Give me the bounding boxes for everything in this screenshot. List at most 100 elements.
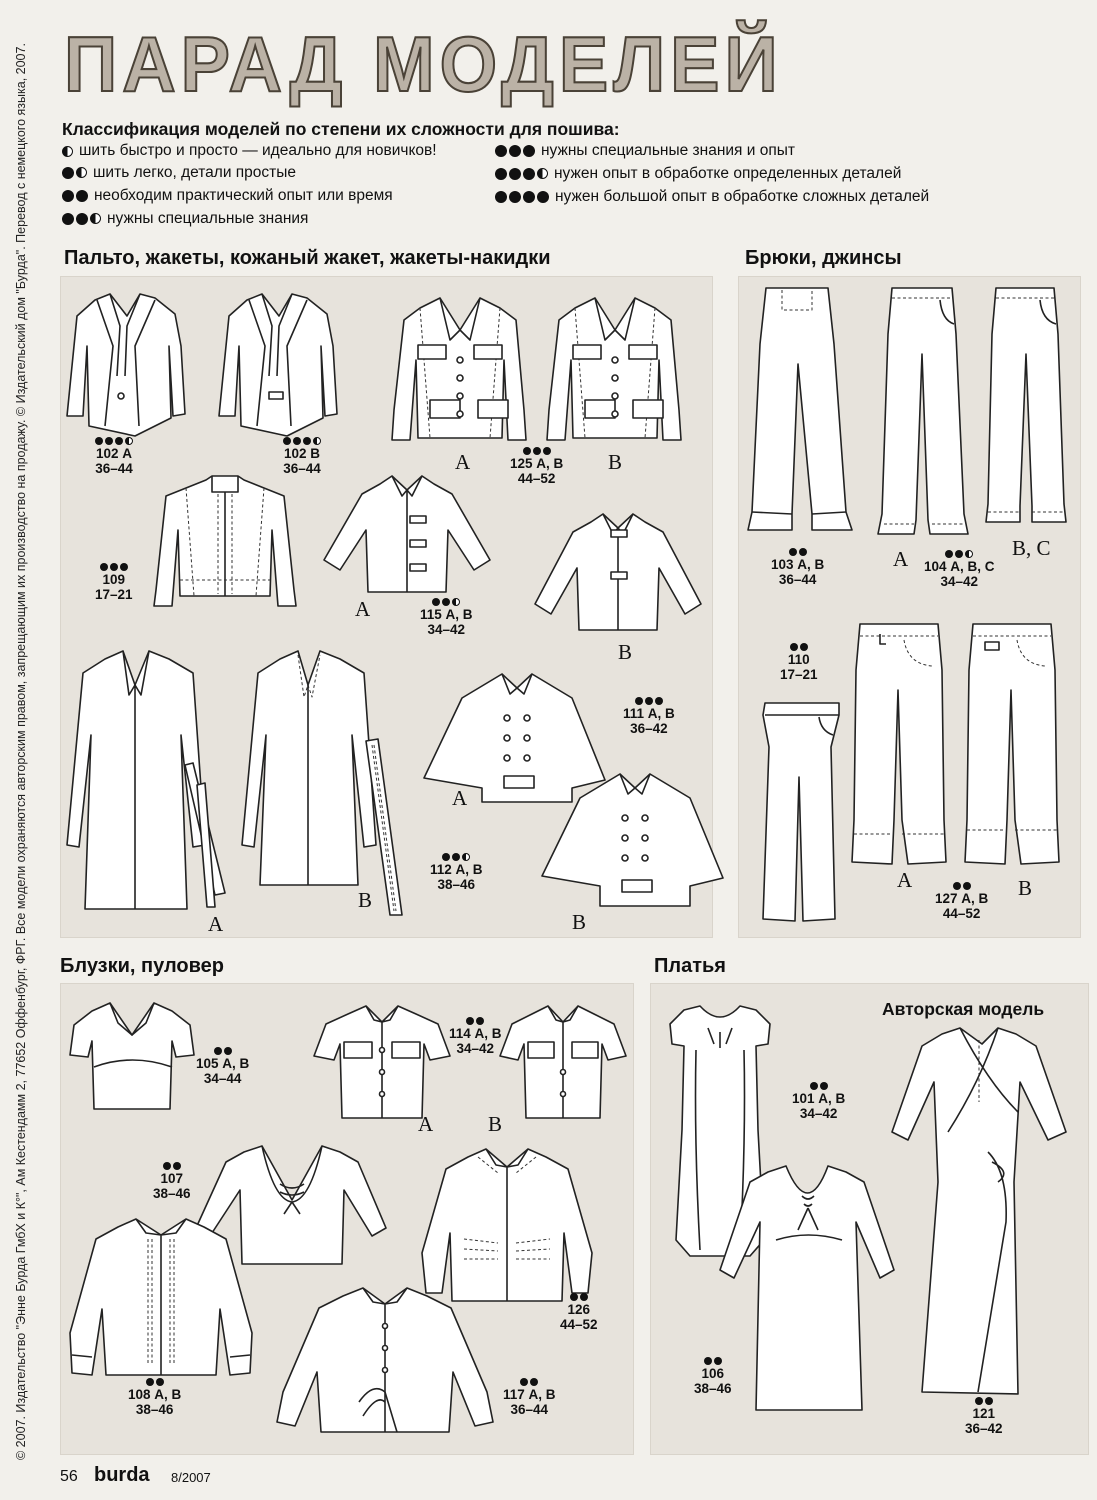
section-title-blouses: Блузки, пуловер: [60, 955, 225, 977]
variant-letter-114a: A: [418, 1112, 434, 1136]
trousers-103-sketch: [742, 284, 862, 534]
section-title-coats: Пальто, жакеты, кожаный жакет, жакеты-на…: [64, 247, 551, 269]
coat-112a-sketch: [65, 645, 245, 920]
variant-letter-115a: A: [355, 597, 371, 621]
difficulty-icon: [430, 853, 483, 861]
trousers-110-sketch: [755, 697, 850, 927]
difficulty-7-icon: [495, 191, 549, 203]
variant-letter-104bc: B, C: [1012, 536, 1051, 560]
issue-date: 8/2007: [171, 1470, 211, 1485]
variant-letter-112a: A: [208, 912, 224, 936]
pullover-107-sketch: [194, 1140, 389, 1270]
difficulty-icon: [128, 1378, 181, 1386]
variant-letter-111a: A: [452, 786, 468, 810]
jeans-127b-sketch: [963, 620, 1063, 870]
variant-letter-127a: A: [897, 868, 913, 892]
page-title: ПАРАД МОДЕЛЕЙ: [63, 20, 783, 108]
variant-letter-115b: B: [618, 640, 633, 664]
difficulty-icon: [780, 643, 818, 651]
difficulty-icon: [924, 550, 995, 558]
jacket-125b-sketch: [545, 290, 685, 450]
copyright-notice: © 2007. Издательство "Энне Бурда ГмбХ и …: [14, 43, 28, 1460]
difficulty-icon: [503, 1378, 556, 1386]
jacket-115b-sketch: [533, 508, 703, 638]
section-title-dresses: Платья: [654, 955, 726, 977]
brand-logo: burda: [94, 1464, 150, 1486]
difficulty-icon: [965, 1397, 1003, 1405]
difficulty-icon: [420, 598, 473, 606]
jacket-125a-sketch: [390, 290, 530, 450]
difficulty-icon: [560, 1293, 598, 1301]
difficulty-icon: [623, 697, 675, 705]
difficulty-icon: [153, 1162, 191, 1170]
variant-letter-112b: B: [358, 888, 373, 912]
difficulty-icon: [196, 1047, 249, 1055]
legend-item-1: шить быстро и просто — идеально для нови…: [62, 142, 437, 160]
trousers-104bc-sketch: [982, 284, 1072, 529]
blouse-114a-sketch: [312, 1000, 452, 1125]
variant-letter-127b: B: [1018, 876, 1033, 900]
page-number: 56: [60, 1468, 78, 1485]
leather-jacket-109-sketch: [150, 470, 300, 610]
dress-106-sketch: [716, 1160, 896, 1420]
legend-title: Классификация моделей по степени их слож…: [62, 119, 620, 139]
author-model-label: Авторская модель: [882, 999, 1045, 1019]
section-title-trousers: Брюки, джинсы: [745, 247, 902, 269]
trousers-104a-sketch: [876, 284, 971, 539]
legend-item-6: нужен опыт в обработке определенных дета…: [495, 165, 901, 183]
difficulty-icon: [95, 437, 133, 445]
jacket-102b-sketch: [217, 286, 338, 446]
variant-letter-125a: A: [455, 450, 471, 474]
cape-111a-sketch: [422, 668, 607, 808]
difficulty-1-icon: [62, 145, 73, 157]
difficulty-3-icon: [62, 190, 88, 202]
blouse-105-sketch: [66, 995, 196, 1115]
difficulty-2-icon: [62, 167, 87, 179]
blouse-114b-sketch: [498, 1000, 628, 1125]
legend-item-2: шить легко, детали простые: [62, 164, 296, 182]
difficulty-6-icon: [495, 168, 548, 180]
legend-item-5: нужны специальные знания и опыт: [495, 142, 795, 160]
legend-item-3: необходим практический опыт или время: [62, 187, 393, 205]
variant-letter-111b: B: [572, 910, 587, 934]
difficulty-icon: [95, 563, 133, 571]
difficulty-4-icon: [62, 213, 101, 225]
difficulty-icon: [510, 447, 563, 455]
difficulty-icon: [935, 882, 988, 890]
blouse-126-sketch: [402, 1143, 612, 1313]
difficulty-icon: [283, 437, 321, 445]
variant-letter-104a: A: [893, 547, 909, 571]
cape-111b-sketch: [540, 768, 725, 913]
difficulty-icon: [771, 548, 824, 556]
jeans-127a-sketch: [850, 620, 950, 870]
legend-item-7: нужен большой опыт в обработке сложных д…: [495, 188, 929, 206]
legend-item-4: нужны специальные знания: [62, 210, 308, 228]
dress-101-sketch: [660, 1000, 780, 1260]
variant-letter-114b: B: [488, 1112, 503, 1136]
difficulty-icon: [792, 1082, 845, 1090]
difficulty-icon: [694, 1357, 732, 1365]
difficulty-icon: [449, 1017, 502, 1025]
blouse-108-sketch: [66, 1213, 256, 1383]
blouse-117-sketch: [273, 1282, 498, 1442]
variant-letter-125b: B: [608, 450, 623, 474]
